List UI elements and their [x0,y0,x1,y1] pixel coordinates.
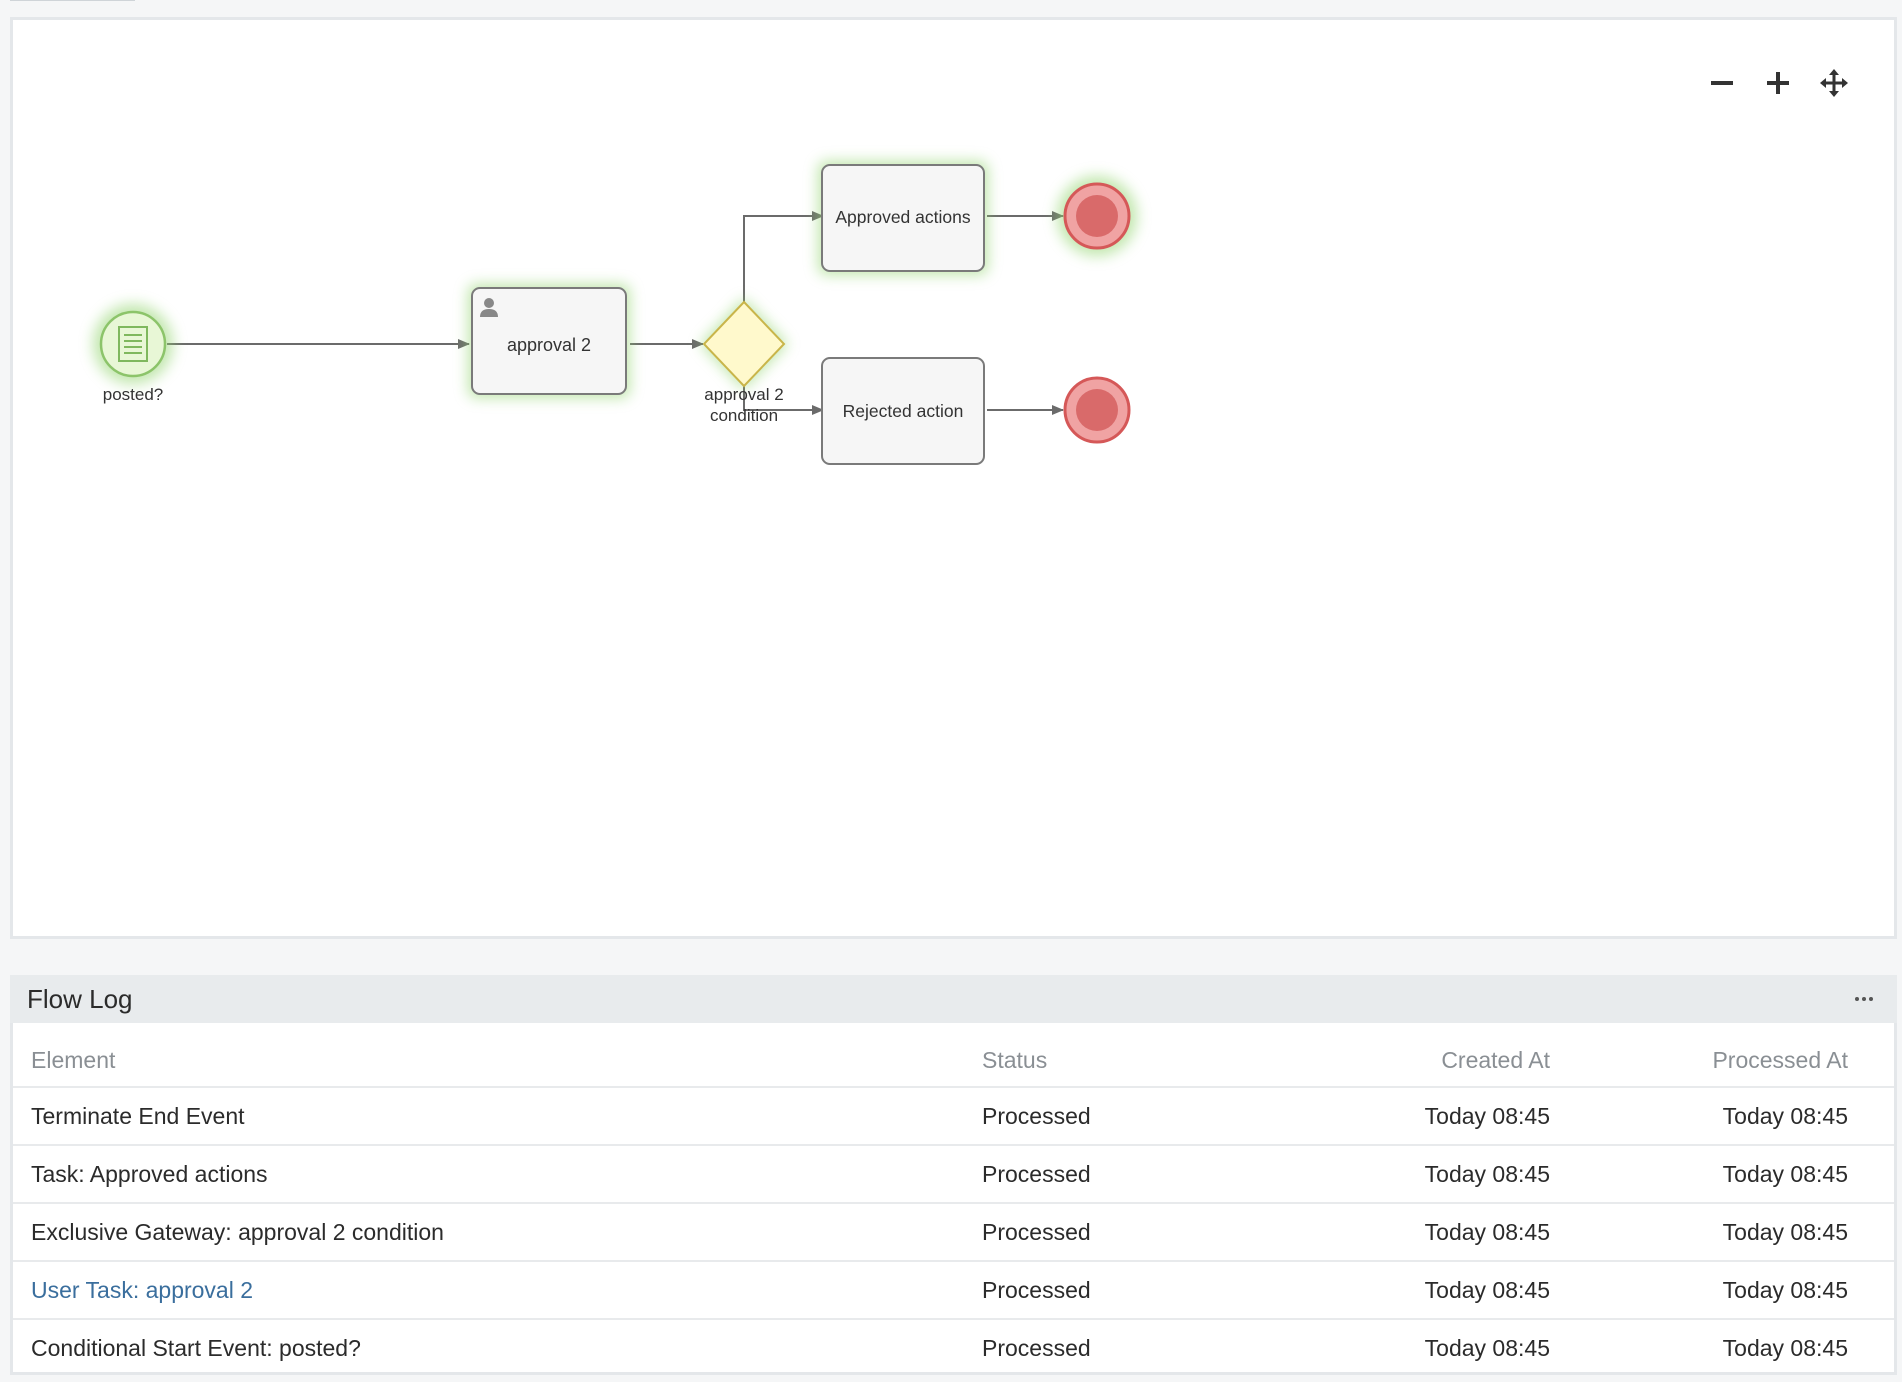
column-header-created-at[interactable]: Created At [1292,1034,1568,1088]
row-status: Processed [964,1203,1292,1262]
zoom-out-button[interactable] [1707,68,1737,98]
row-created-at: Today 08:45 [1292,1203,1568,1262]
plus-icon [1767,72,1789,94]
table-row: Exclusive Gateway: approval 2 condition … [13,1203,1894,1262]
start-event[interactable] [93,304,173,384]
row-created-at: Today 08:45 [1424,1334,1550,1361]
flow-log-table: Element Status Created At Processed At T… [13,1034,1894,1376]
row-element-link[interactable]: User Task: approval 2 [13,1261,964,1320]
task-rejected-action[interactable] [821,357,985,465]
zoom-controls [1707,68,1849,98]
flow-log-header: Flow Log [10,975,1897,1023]
row-element: Task: Approved actions [13,1145,964,1204]
minus-icon [1711,81,1733,85]
row-created-at: Today 08:45 [1292,1087,1568,1146]
flow-log-panel: Flow Log Element Status Created At Proce… [10,975,1897,1375]
column-header-element[interactable]: Element [13,1034,964,1088]
column-header-processed-at[interactable]: Processed At [1568,1034,1894,1088]
row-status: Processed [982,1334,1091,1361]
flow-gateway-to-approved [743,211,824,302]
row-processed-at: Today 08:45 [1568,1145,1894,1204]
row-element: Exclusive Gateway: approval 2 condition [13,1203,964,1262]
row-processed-at: Today 08:45 [1568,1087,1894,1146]
start-event-label: posted? [103,385,164,404]
table-row: Task: Approved actions Processed Today 0… [13,1145,1894,1204]
row-processed-at: Today 08:45 [1568,1203,1894,1262]
row-created-at: Today 08:45 [1292,1261,1568,1320]
table-header-row: Element Status Created At Processed At [13,1034,1894,1088]
gateway-label-line1: approval 2 [704,385,783,404]
pan-button[interactable] [1819,68,1849,98]
table-row: Conditional Start Event: posted? Process… [13,1319,1894,1376]
row-status: Processed [964,1261,1292,1320]
ellipsis-icon [1855,997,1859,1001]
user-task-approval[interactable] [468,284,630,398]
document-icon [118,326,148,362]
exclusive-gateway[interactable] [700,298,788,390]
end-event-approved[interactable] [1057,176,1137,256]
process-diagram-canvas[interactable]: posted? approval 2 approval 2 condition … [10,17,1897,939]
row-processed-at: Today 08:45 [1722,1334,1848,1361]
user-task-link[interactable]: User Task: approval 2 [31,1276,254,1303]
approved-task-label: Approved actions [835,207,970,227]
flow-gateway-to-rejected [743,386,824,415]
row-processed-at: Today 08:45 [1568,1261,1894,1320]
row-created-at: Today 08:45 [1292,1145,1568,1204]
bpmn-diagram: posted? approval 2 approval 2 condition … [93,161,1137,465]
task-approved-actions[interactable] [818,161,988,275]
user-icon [480,298,498,317]
row-status: Processed [964,1087,1292,1146]
row-element: Conditional Start Event: posted? [31,1334,361,1361]
table-row: Terminate End Event Processed Today 08:4… [13,1087,1894,1146]
column-header-status[interactable]: Status [964,1034,1292,1088]
end-event-rejected[interactable] [1063,376,1131,444]
rejected-task-label: Rejected action [843,401,964,421]
row-element: Terminate End Event [13,1087,964,1146]
table-row: User Task: approval 2 Processed Today 08… [13,1261,1894,1320]
zoom-in-button[interactable] [1763,68,1793,98]
user-task-label: approval 2 [507,335,591,355]
move-arrows-icon [1820,69,1848,97]
gateway-label-line2: condition [710,406,778,425]
row-status: Processed [964,1145,1292,1204]
flow-log-title: Flow Log [27,983,133,1014]
top-tab-indicator [10,0,135,1]
more-options-button[interactable] [1849,989,1879,1009]
